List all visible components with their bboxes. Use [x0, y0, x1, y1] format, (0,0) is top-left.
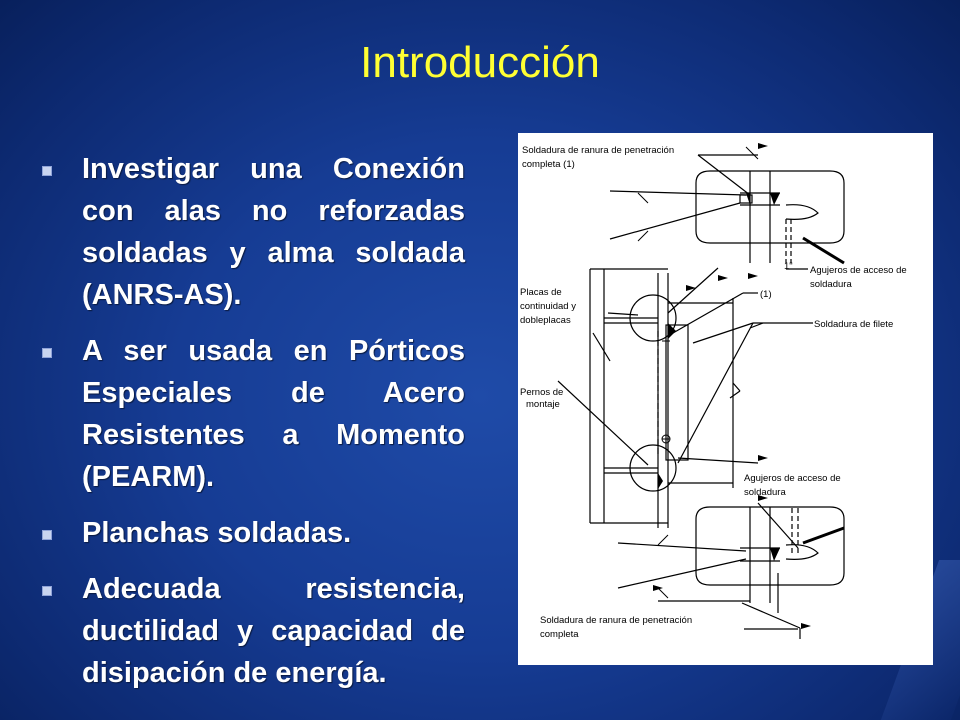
bullet-square-icon: [42, 348, 52, 358]
label-access-top: Agujeros de acceso de: [810, 265, 907, 276]
bullet-square-icon: [42, 586, 52, 596]
bullet-item: Investigar una Conexión con alas no refo…: [40, 148, 465, 316]
label-note: (1): [760, 289, 772, 300]
label-continuity-2: continuidad y: [520, 301, 576, 312]
label-bolts-2: montaje: [526, 399, 560, 410]
bullet-item: Planchas soldadas.: [40, 512, 465, 554]
bullet-text: Investigar una Conexión con alas no refo…: [82, 153, 465, 311]
bullet-item: Adecuada resistencia, ductilidad y capac…: [40, 568, 465, 694]
label-cjp-top-2: completa (1): [522, 159, 575, 170]
connection-diagram: Soldadura de ranura de penetración compl…: [518, 133, 933, 665]
label-continuity-3: dobleplacas: [520, 315, 571, 326]
label-cjp-bot-2: completa: [540, 629, 579, 640]
bullet-text: A ser usada en Pórticos Especiales de Ac…: [82, 335, 465, 493]
label-access-bot-2: soldadura: [744, 487, 786, 498]
connection-diagram-svg: Soldadura de ranura de penetración compl…: [520, 143, 907, 640]
bullet-text: Planchas soldadas.: [82, 517, 352, 549]
label-cjp-top: Soldadura de ranura de penetración: [522, 145, 674, 156]
label-continuity: Placas de: [520, 287, 562, 298]
label-fillet: Soldadura de filete: [814, 319, 893, 330]
bullet-list: Investigar una Conexión con alas no refo…: [40, 148, 465, 708]
slide-title: Introducción: [360, 38, 600, 87]
bullet-item: A ser usada en Pórticos Especiales de Ac…: [40, 330, 465, 498]
bullet-text: Adecuada resistencia, ductilidad y capac…: [82, 573, 465, 689]
label-access-top-2: soldadura: [810, 279, 852, 290]
label-access-bot: Agujeros de acceso de: [744, 473, 841, 484]
label-cjp-bot: Soldadura de ranura de penetración: [540, 615, 692, 626]
label-dim: 1": [784, 261, 793, 272]
bullet-square-icon: [42, 166, 52, 176]
label-bolts: Pernos de: [520, 387, 563, 398]
bullet-square-icon: [42, 530, 52, 540]
